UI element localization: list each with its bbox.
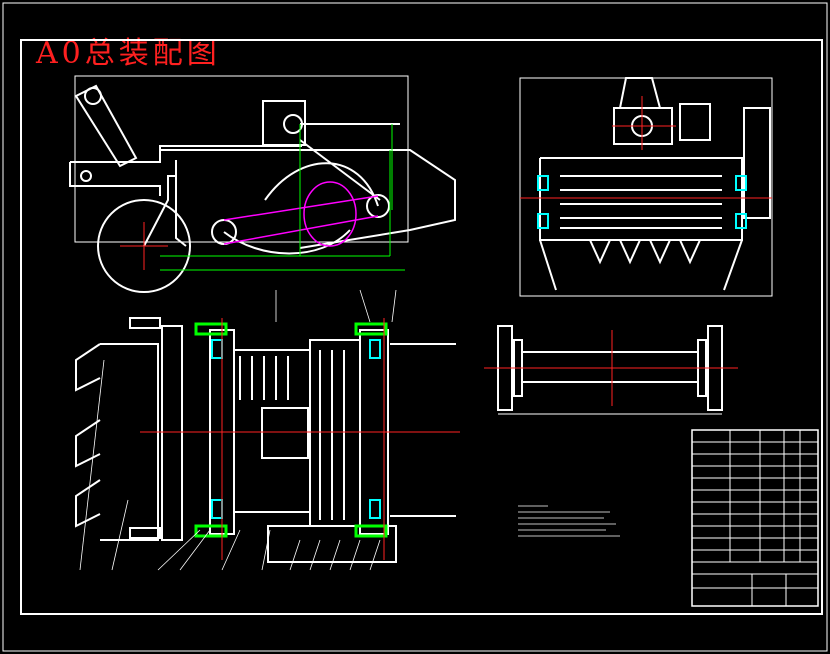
shaft-detail-centerlines [484,330,738,406]
front-view-bearings [537,175,747,229]
plan-view-cyan-bearings [211,339,381,519]
plan-view-bearings [194,322,388,538]
shaft-detail [497,325,723,415]
plan-view-leaders [79,289,397,571]
plan-view-centerlines [140,318,460,560]
side-view-chain [223,181,379,247]
plan-view [75,317,456,563]
side-view-dimensions [160,124,405,271]
front-view-centerlines [520,96,772,199]
inner-sheet-border [20,39,823,615]
title-block [691,429,819,607]
front-view [519,77,773,297]
technical-notes [518,505,620,537]
side-view-centerlines [120,222,168,270]
drawing-title: A0总装配图 [36,36,221,71]
side-view [69,75,456,293]
